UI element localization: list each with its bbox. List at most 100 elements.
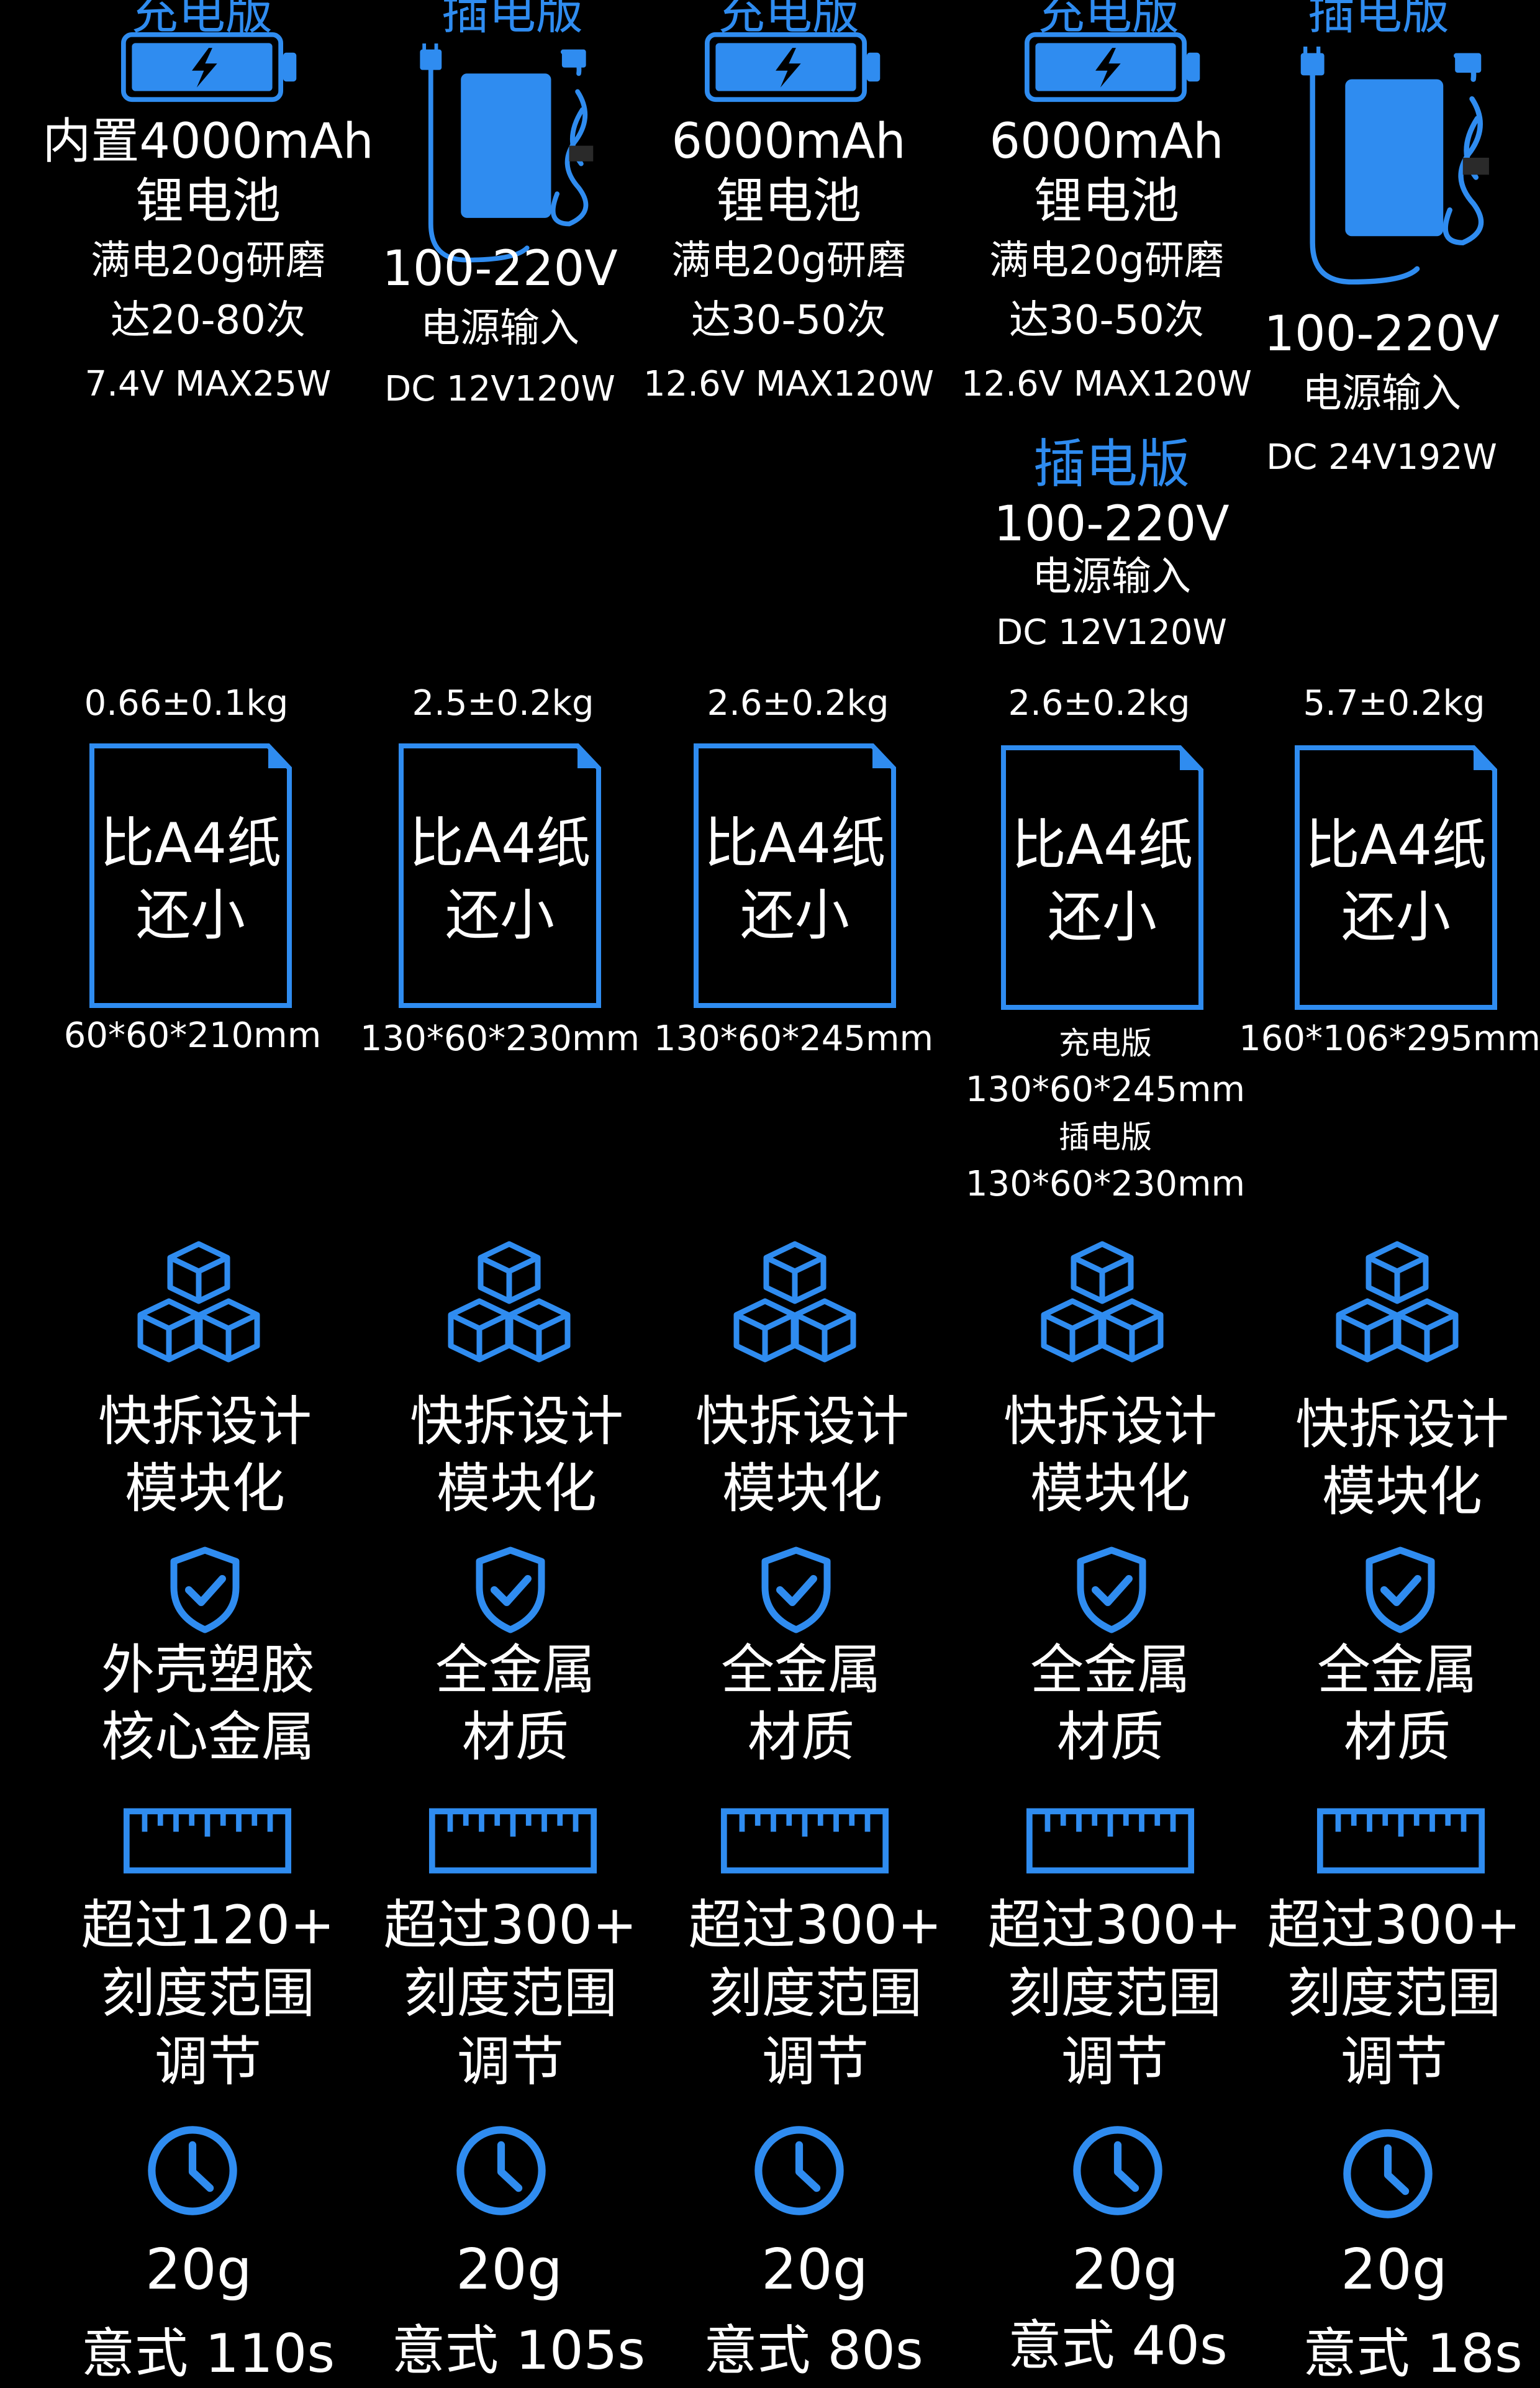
- grind-count-text: 达20-80次: [111, 297, 306, 343]
- clock-icon: [146, 2124, 239, 2217]
- material-text-c5: 全金属材质: [1317, 1637, 1477, 1771]
- dimension-c2: 130*60*230mm: [360, 1019, 640, 1059]
- clock-icon: [1071, 2124, 1164, 2217]
- modular-text-c2: 快拆设计模块化: [410, 1388, 623, 1522]
- modular-text-c4: 快拆设计模块化: [1003, 1388, 1217, 1522]
- clock-icon: [455, 2124, 548, 2217]
- timing-weight-c3: 20g: [761, 2237, 868, 2302]
- grind-range-line1: 超过300+: [688, 1894, 943, 1956]
- plug-version-label: 插电版: [1058, 1119, 1152, 1155]
- modular-text-c3: 快拆设计模块化: [695, 1388, 909, 1522]
- battery-type-text: 锂电池: [715, 173, 862, 229]
- battery-icon: [1025, 31, 1205, 103]
- paper-text: 比A4纸还小: [1000, 809, 1205, 953]
- dimension-c1: 60*60*210mm: [63, 1015, 322, 1056]
- dc-output-text: DC 24V192W: [1266, 437, 1497, 478]
- grind-time-c3: 意式 80s: [704, 2320, 923, 2382]
- shield-check-icon: [168, 1546, 242, 1633]
- power-input-text: 电源输入: [1302, 371, 1461, 417]
- timing-weight-c1: 20g: [145, 2237, 252, 2302]
- grind-range-text-c4: 超过300+ 刻度范围调节: [988, 1891, 1241, 2096]
- paper-text: 比A4纸还小: [692, 807, 897, 951]
- grind-range-line2: 刻度范围: [1287, 1963, 1501, 2025]
- material-line1: 外壳塑胶: [101, 1639, 315, 1701]
- paper-size-card-c2: 比A4纸还小: [397, 742, 602, 1009]
- power-info-c3: 6000mAh 锂电池 满电20g研磨 达30-50次 12.6V MAX120…: [643, 112, 934, 419]
- charge-version-label: 充电版: [1058, 1025, 1152, 1061]
- voltage-text: 12.6V MAX120W: [961, 364, 1252, 404]
- grind-note-text: 满电20g研磨: [90, 238, 326, 284]
- grind-range-line3: 调节: [1061, 2031, 1168, 2093]
- paper-text-line1: 比A4纸: [409, 811, 591, 875]
- voltage-range-text: 100-220V: [382, 241, 618, 297]
- voltage-range-text: 100-220V: [994, 496, 1230, 552]
- paper-text-line2: 还小: [1341, 885, 1451, 949]
- material-line2: 材质: [1057, 1706, 1164, 1768]
- paper-size-card-c4: 比A4纸还小: [1000, 744, 1205, 1011]
- paper-text-line2: 还小: [1047, 885, 1157, 949]
- weight-c4: 2.6±0.2kg: [1008, 683, 1190, 724]
- modular-line1: 快拆设计: [1295, 1394, 1509, 1456]
- weight-c5: 5.7±0.2kg: [1303, 683, 1485, 724]
- material-line1: 全金属: [1030, 1639, 1190, 1701]
- grind-range-line3: 调节: [1341, 2031, 1447, 2093]
- grind-range-line2: 刻度范围: [101, 1963, 315, 2025]
- weight-c3: 2.6±0.2kg: [707, 683, 889, 724]
- timing-weight-c2: 20g: [456, 2237, 563, 2302]
- clock-icon: [753, 2124, 846, 2217]
- ruler-icon: [428, 1807, 597, 1874]
- grind-range-line1: 超过300+: [383, 1894, 638, 1956]
- dc-output-text: DC 12V120W: [996, 612, 1227, 653]
- grind-range-line2: 刻度范围: [1008, 1963, 1221, 2025]
- ruler-icon: [123, 1807, 292, 1874]
- material-line1: 全金属: [721, 1639, 881, 1701]
- capacity-text: 内置4000mAh: [42, 114, 374, 170]
- material-text-c3: 全金属材质: [721, 1637, 881, 1771]
- material-line1: 全金属: [1317, 1639, 1477, 1701]
- grind-range-text-c5: 超过300+ 刻度范围调节: [1267, 1891, 1521, 2096]
- dc-output-text: DC 12V120W: [384, 369, 615, 409]
- modular-cubes-icon: [720, 1239, 869, 1382]
- header-label-c2: 插电版: [442, 0, 583, 40]
- weight-c1: 0.66±0.1kg: [84, 683, 289, 724]
- charge-version-dimension: 130*60*245mm: [965, 1069, 1246, 1110]
- grind-range-line1: 超过300+: [1267, 1894, 1521, 1956]
- power-info-c2: 100-220V 电源输入 DC 12V120W: [382, 239, 617, 420]
- material-line2: 材质: [748, 1706, 854, 1768]
- grind-range-text-c2: 超过300+刻度范围调节: [384, 1891, 637, 2096]
- ruler-icon: [1316, 1807, 1485, 1874]
- power-adapter-icon: [1267, 47, 1515, 295]
- grind-range-line3: 调节: [762, 2031, 869, 2093]
- modular-line2: 模块化: [125, 1458, 285, 1520]
- power-input-text: 电源输入: [1031, 554, 1191, 600]
- paper-text: 比A4纸还小: [1293, 809, 1498, 953]
- material-text-c4: 全金属材质: [1030, 1637, 1190, 1771]
- grind-count-text: 达30-50次: [691, 297, 886, 343]
- modular-cubes-icon: [1323, 1239, 1472, 1382]
- plug-version-dimension: 130*60*230mm: [965, 1164, 1246, 1204]
- ruler-icon: [1026, 1807, 1195, 1874]
- battery-icon: [121, 31, 301, 103]
- modular-line1: 快拆设计: [410, 1391, 623, 1453]
- shield-check-icon: [759, 1546, 833, 1633]
- paper-text-line1: 比A4纸: [99, 811, 282, 875]
- grind-note-text: 满电20g研磨: [671, 238, 907, 284]
- grind-range-line2: 刻度范围: [709, 1963, 922, 2025]
- paper-text-line2: 还小: [740, 883, 849, 947]
- modular-line1: 快拆设计: [1003, 1391, 1217, 1453]
- grind-range-line1: 超过300+: [987, 1894, 1242, 1956]
- power-input-text: 电源输入: [420, 306, 579, 352]
- modular-line2: 模块化: [1322, 1461, 1482, 1523]
- grind-range-line3: 调节: [155, 2031, 261, 2093]
- power-info-c5: 100-220V 电源输入 DC 24V192W: [1264, 304, 1499, 492]
- clock-icon: [1341, 2127, 1434, 2220]
- modular-text-c5: 快拆设计模块化: [1295, 1391, 1509, 1525]
- voltage-text: 12.6V MAX120W: [643, 364, 935, 404]
- header-label-c5: 插电版: [1308, 0, 1449, 40]
- material-line2: 材质: [462, 1706, 569, 1768]
- dimension-c5: 160*106*295mm: [1239, 1019, 1540, 1059]
- grind-note-text: 满电20g研磨: [989, 238, 1225, 284]
- battery-type-text: 锂电池: [135, 173, 281, 229]
- paper-text-line1: 比A4纸: [1305, 813, 1487, 877]
- capacity-text: 6000mAh: [671, 114, 906, 170]
